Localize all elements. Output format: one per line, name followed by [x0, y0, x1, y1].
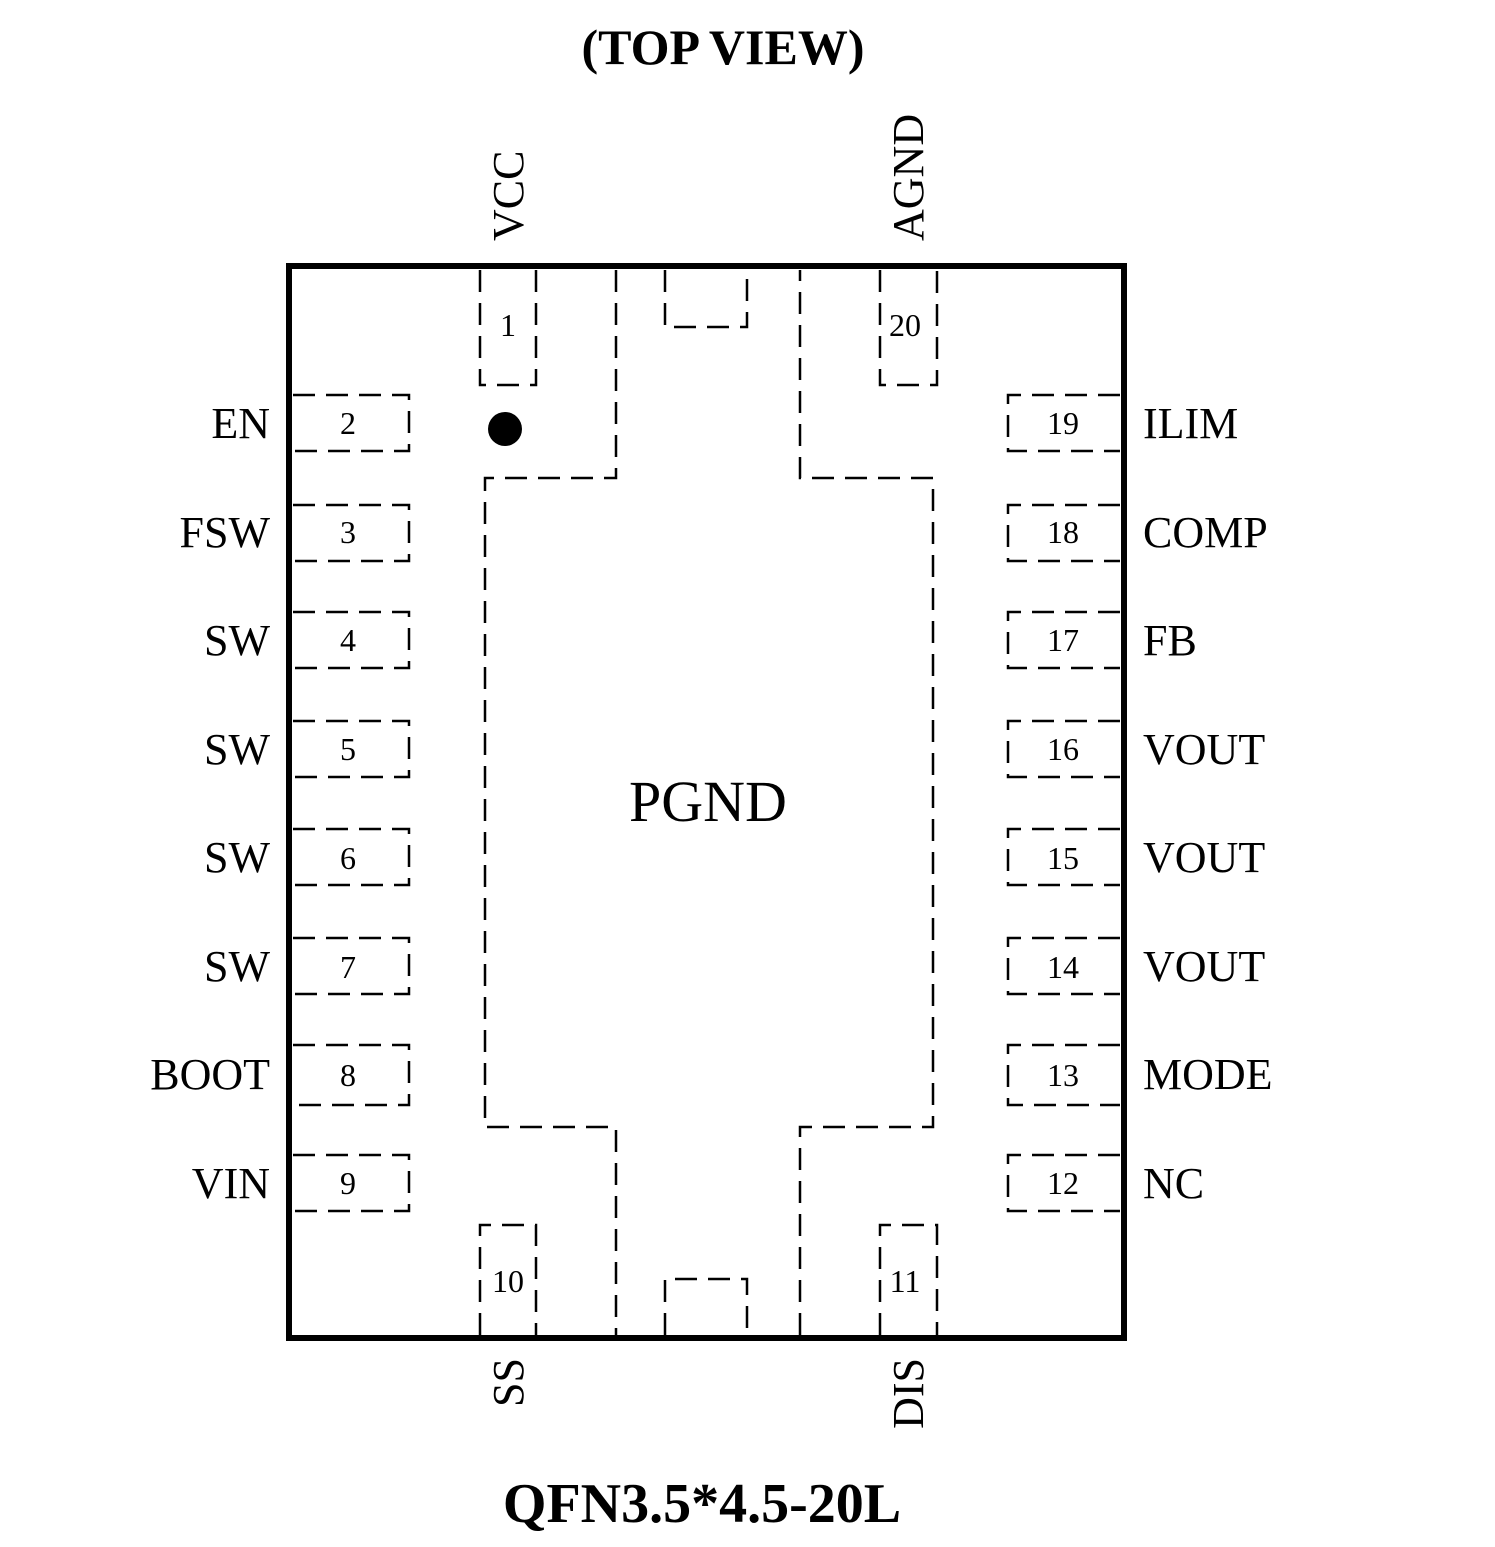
pin1-marker-dot	[488, 412, 522, 446]
pin-name: SS	[484, 1358, 533, 1407]
pin-number: 13	[1047, 1057, 1079, 1093]
pin-name: VOUT	[1143, 942, 1265, 991]
pin-number: 11	[890, 1263, 921, 1299]
pgnd-label: PGND	[629, 769, 787, 834]
pin-name: EN	[211, 399, 270, 448]
left-pin-3: 3 FSW	[180, 503, 411, 563]
pin-number: 9	[340, 1165, 356, 1201]
pin-name: MODE	[1143, 1050, 1273, 1099]
pin-name: VIN	[192, 1159, 270, 1208]
pin-name: SW	[204, 942, 270, 991]
pin-number: 18	[1047, 514, 1079, 550]
right-pin-13: 13 MODE	[1006, 1043, 1273, 1107]
pin-number: 15	[1047, 840, 1079, 876]
right-pin-16: 16 VOUT	[1006, 719, 1265, 779]
pin-number: 2	[340, 405, 356, 441]
pin-number: 3	[340, 514, 356, 550]
right-pin-12: 12 NC	[1006, 1153, 1204, 1213]
pin-number: 10	[492, 1263, 524, 1299]
pin-number: 4	[340, 622, 356, 658]
pin-number: 7	[340, 949, 356, 985]
left-pin-4: 4 SW	[204, 610, 411, 670]
pin-name: VOUT	[1143, 725, 1265, 774]
pin-name: SW	[204, 725, 270, 774]
top-pin-20: 20 AGND	[878, 114, 939, 387]
left-pin-5: 5 SW	[204, 719, 411, 779]
pin-name: ILIM	[1143, 399, 1238, 448]
left-pin-2: 2 EN	[211, 393, 411, 453]
pin-name: COMP	[1143, 508, 1268, 557]
pin-name: FB	[1143, 616, 1197, 665]
pin-name: AGND	[884, 114, 933, 241]
pad-bottom-tab	[663, 1277, 749, 1335]
view-title: (TOP VIEW)	[582, 19, 865, 75]
pin-name: SW	[204, 616, 270, 665]
pad-top-tab	[663, 270, 749, 329]
pin-number: 12	[1047, 1165, 1079, 1201]
pin-number: 8	[340, 1057, 356, 1093]
right-pin-15: 15 VOUT	[1006, 827, 1265, 887]
pin-number: 1	[500, 307, 516, 343]
right-pin-14: 14 VOUT	[1006, 936, 1265, 996]
left-pin-9: 9 VIN	[192, 1153, 411, 1213]
top-pin-1: 1 VCC	[478, 151, 538, 387]
left-pin-7: 7 SW	[204, 936, 411, 996]
right-pin-19: 19 ILIM	[1006, 393, 1238, 453]
bottom-pin-11: 11 DIS	[878, 1223, 939, 1429]
right-pin-18: 18 COMP	[1006, 503, 1268, 563]
pin-number: 6	[340, 840, 356, 876]
pin-number: 19	[1047, 405, 1079, 441]
left-pin-6: 6 SW	[204, 827, 411, 887]
pin-name: FSW	[180, 508, 271, 557]
pin-name: NC	[1143, 1159, 1204, 1208]
package-body	[286, 263, 1127, 1341]
right-pin-17: 17 FB	[1006, 610, 1197, 670]
pin-name: DIS	[884, 1358, 933, 1429]
pin-number: 20	[889, 307, 921, 343]
left-pin-8: 8 BOOT	[150, 1043, 411, 1107]
pin-name: VOUT	[1143, 833, 1265, 882]
pin-number: 17	[1047, 622, 1079, 658]
pin-name: VCC	[484, 151, 533, 241]
pin-name: BOOT	[150, 1050, 270, 1099]
pin-number: 5	[340, 731, 356, 767]
pin-number: 16	[1047, 731, 1079, 767]
bottom-pin-10: 10 SS	[478, 1223, 538, 1407]
pin-number: 14	[1047, 949, 1079, 985]
pin-name: SW	[204, 833, 270, 882]
package-name: QFN3.5*4.5-20L	[503, 1473, 901, 1535]
exposed-pad-outline	[483, 270, 935, 1335]
